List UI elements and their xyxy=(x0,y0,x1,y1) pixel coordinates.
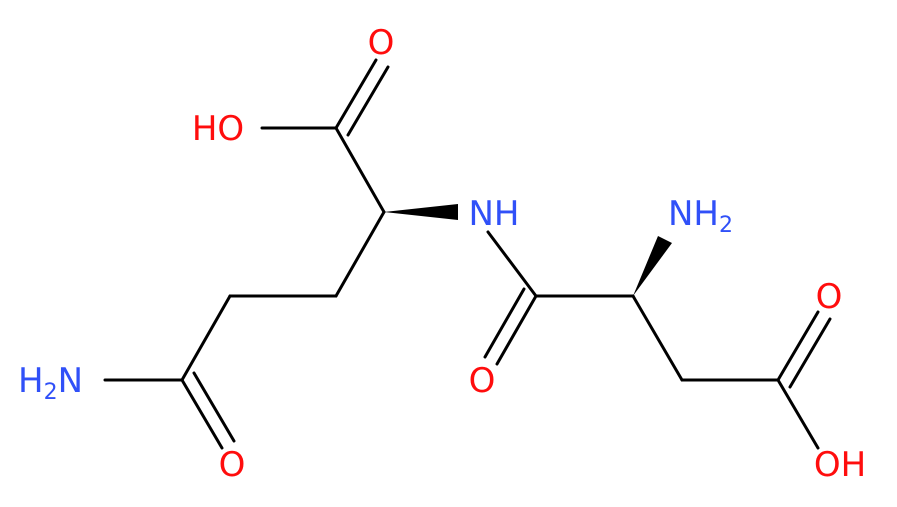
bond-nh-c8 xyxy=(486,230,538,298)
atom-nh2-top-sub: 2 xyxy=(719,213,733,238)
atom-h2n-left-main: H xyxy=(18,361,44,401)
atom-oh-bottom: OH xyxy=(814,445,866,485)
atom-o-amide-mid: O xyxy=(469,361,496,401)
bond-c4-c5 xyxy=(180,294,232,382)
atom-nh2-top: NH2 xyxy=(668,194,733,238)
bond-c11-oh xyxy=(776,378,820,450)
atom-o-top: O xyxy=(368,23,395,63)
bond-c5-o-double-a xyxy=(180,378,224,450)
atom-labels: O HO NH NH2 O O H2N O OH xyxy=(18,23,866,485)
bond-c9-c10 xyxy=(631,294,684,382)
bond-c8-o-double-b xyxy=(483,287,526,359)
bond-c5-o-double-b xyxy=(192,371,236,443)
wedge-c1-nh xyxy=(384,204,458,220)
bond-c8-o-double-a xyxy=(495,294,538,366)
wedge-c9-nh2 xyxy=(633,236,672,296)
bond-c2-o-double-a xyxy=(334,58,378,130)
bond-c1-c3 xyxy=(334,210,386,298)
atom-nh: NH xyxy=(469,194,520,234)
atom-nh2-top-main: NH xyxy=(668,194,719,234)
bond-c2-o-double-b xyxy=(346,65,390,137)
bond-c11-o-double-a xyxy=(776,310,820,382)
atom-h2n-left: H2N xyxy=(18,361,83,405)
bond-c1-c2 xyxy=(334,126,386,214)
atom-h2n-left-sub: 2 xyxy=(44,380,58,405)
atom-o-right: O xyxy=(816,277,843,317)
bond-c11-o-double-b xyxy=(788,317,832,389)
bonds xyxy=(103,58,832,450)
atom-h2n-left-tail: N xyxy=(58,361,83,401)
atom-o-bottom: O xyxy=(219,445,246,485)
atom-oh-top: HO xyxy=(192,109,244,149)
